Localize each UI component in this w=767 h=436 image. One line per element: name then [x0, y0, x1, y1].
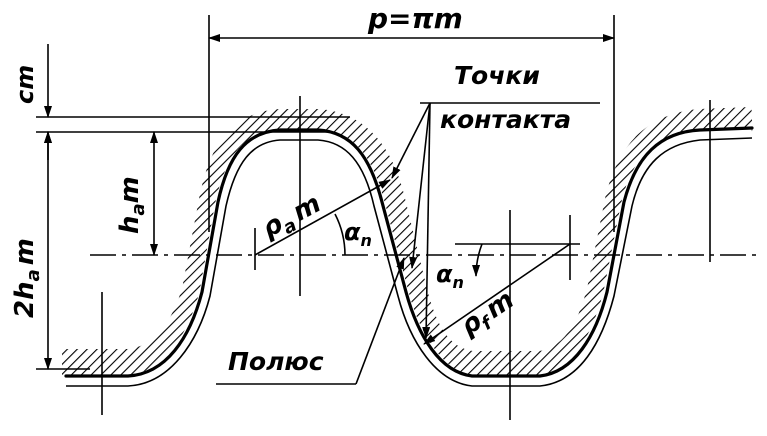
- double-addendum-label: 2ham: [10, 238, 44, 318]
- double-addendum-m: m: [10, 238, 40, 265]
- tooth-profile-inner: [66, 137, 753, 387]
- contact-leader-1: [391, 102, 431, 179]
- double-addendum-sub: a: [23, 269, 44, 281]
- contact-points-label-line2: контакта: [440, 105, 571, 134]
- svg-text:ham: ham: [115, 176, 149, 234]
- angle-2-label: αn: [436, 260, 464, 292]
- radius-a-line: [254, 179, 391, 256]
- angle-arc-2: [472, 243, 483, 277]
- angle-arc-1: [334, 213, 346, 256]
- svg-text:2ham: 2ham: [10, 238, 44, 318]
- radius-f-label: ρfm: [455, 285, 522, 345]
- clearance-label: cm: [11, 65, 39, 104]
- pole-label: Полюс: [228, 347, 324, 376]
- angle-1-alpha: α: [344, 218, 361, 246]
- pole-leader: [355, 257, 405, 385]
- contact-points-label-line1: Точки: [454, 61, 540, 90]
- svg-text:ρam: ρam: [257, 189, 328, 248]
- addendum-sub: a: [128, 203, 149, 215]
- tooth-profile: [64, 126, 754, 378]
- svg-text:ρfm: ρfm: [455, 285, 522, 345]
- angle-1-label: αn: [344, 218, 372, 250]
- angle-2-sub: n: [453, 273, 464, 292]
- addendum-text: h: [115, 215, 145, 234]
- radius-f-line: [423, 243, 571, 345]
- addendum-m: m: [115, 176, 145, 203]
- contact-leader-2: [409, 102, 431, 269]
- pitch-label: p=πm: [367, 2, 463, 35]
- profile-hatching: [62, 107, 753, 377]
- angle-2-alpha: α: [436, 260, 453, 288]
- addendum-label: ham: [115, 176, 149, 234]
- angle-1-sub: n: [361, 231, 372, 250]
- double-addendum-text: 2h: [10, 281, 40, 318]
- contact-leader-3: [422, 102, 431, 339]
- radius-a-label: ρam: [257, 189, 328, 248]
